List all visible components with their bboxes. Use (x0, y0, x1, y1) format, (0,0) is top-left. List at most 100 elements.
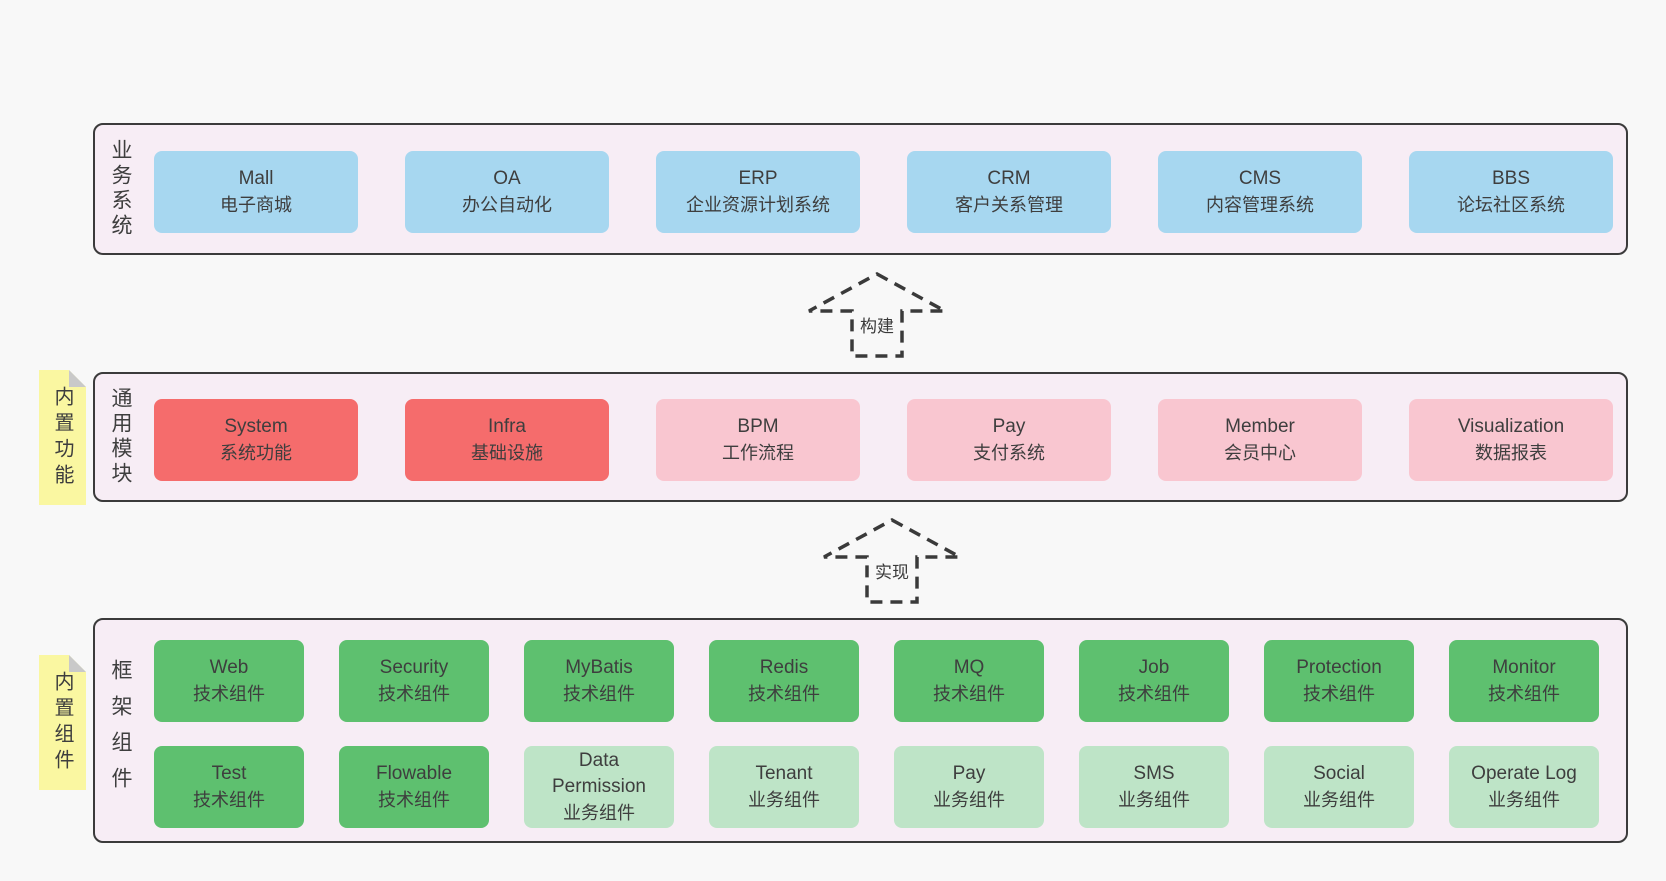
sticky-note-built-in-features: 内置功能 (39, 370, 86, 505)
box-monitor: Monitor 技术组件 (1449, 640, 1599, 722)
box-title: Protection (1296, 657, 1382, 678)
layer-label-business-systems: 业务系统 (109, 139, 132, 239)
arrow-implement: 实现 (821, 517, 963, 605)
box-title: BBS (1491, 168, 1531, 189)
box-redis: Redis 技术组件 (709, 640, 859, 722)
arrow-label: 实现 (869, 557, 915, 584)
box-title: MQ (953, 657, 985, 678)
folded-corner (69, 655, 86, 672)
box-subtitle: 技术组件 (378, 684, 450, 704)
box-subtitle: 技术组件 (378, 790, 450, 810)
sticky-note-built-in-components: 内置组件 (39, 655, 86, 790)
sticky-note-text: 内置功能 (51, 385, 73, 490)
box-title: Visualization (1457, 416, 1565, 437)
box-title: Web (209, 657, 249, 678)
sticky-note-text: 内置组件 (51, 670, 73, 775)
box-subtitle: 基础设施 (471, 443, 543, 463)
box-subtitle: 系统功能 (220, 443, 292, 463)
box-subtitle: 技术组件 (193, 684, 265, 704)
box-data-permission: Data Permission 业务组件 (524, 746, 674, 828)
business-boxes-row: Mall 电子商城 OA 办公自动化 ERP 企业资源计划系统 CRM 客户关系… (154, 151, 1613, 233)
box-subtitle: 业务组件 (1488, 790, 1560, 810)
box-title: Redis (759, 657, 809, 678)
box-mall: Mall 电子商城 (154, 151, 358, 233)
box-operate-log: Operate Log 业务组件 (1449, 746, 1599, 828)
box-tenant: Tenant 业务组件 (709, 746, 859, 828)
box-subtitle: 技术组件 (933, 684, 1005, 704)
box-system: System 系统功能 (154, 399, 358, 481)
box-flowable: Flowable 技术组件 (339, 746, 489, 828)
box-subtitle: 客户关系管理 (955, 195, 1063, 215)
box-subtitle: 会员中心 (1224, 443, 1296, 463)
box-subtitle: 业务组件 (933, 790, 1005, 810)
box-web: Web 技术组件 (154, 640, 304, 722)
box-title: CRM (987, 168, 1031, 189)
box-subtitle: 业务组件 (748, 790, 820, 810)
layer-label-framework-components: 框架组件 (109, 658, 132, 803)
box-infra: Infra 基础设施 (405, 399, 609, 481)
box-subtitle: 企业资源计划系统 (686, 195, 830, 215)
box-subtitle: 技术组件 (1303, 684, 1375, 704)
box-title: Pay (952, 763, 986, 784)
box-bbs: BBS 论坛社区系统 (1409, 151, 1613, 233)
box-cms: CMS 内容管理系统 (1158, 151, 1362, 233)
box-title: Pay (992, 416, 1026, 437)
box-subtitle: 数据报表 (1475, 443, 1547, 463)
box-title: CMS (1238, 168, 1282, 189)
box-subtitle: 业务组件 (563, 803, 635, 823)
layer-framework-components: 框架组件 Web 技术组件 Security 技术组件 MyBatis 技术组件… (93, 618, 1628, 843)
box-subtitle: 技术组件 (563, 684, 635, 704)
layer-business-systems: 业务系统 Mall 电子商城 OA 办公自动化 ERP 企业资源计划系统 CRM… (93, 123, 1628, 255)
box-crm: CRM 客户关系管理 (907, 151, 1111, 233)
box-title: Tenant (755, 763, 813, 784)
box-title: Operate Log (1471, 763, 1577, 784)
box-title: BPM (737, 416, 779, 437)
box-title: Job (1138, 657, 1170, 678)
arrow-build: 构建 (806, 271, 948, 359)
box-subtitle: 业务组件 (1118, 790, 1190, 810)
box-subtitle: 办公自动化 (462, 195, 552, 215)
box-subtitle: 内容管理系统 (1206, 195, 1314, 215)
box-oa: OA 办公自动化 (405, 151, 609, 233)
box-member: Member 会员中心 (1158, 399, 1362, 481)
box-social: Social 业务组件 (1264, 746, 1414, 828)
box-erp: ERP 企业资源计划系统 (656, 151, 860, 233)
box-title: Flowable (375, 763, 453, 784)
box-subtitle: 技术组件 (1488, 684, 1560, 704)
box-title: Member (1225, 416, 1295, 437)
box-title: Monitor (1492, 657, 1556, 678)
box-subtitle: 技术组件 (748, 684, 820, 704)
layer-common-modules: 通用模块 System 系统功能 Infra 基础设施 BPM 工作流程 Pay… (93, 372, 1628, 502)
box-pay-biz: Pay 业务组件 (894, 746, 1044, 828)
biz-components-row: Test 技术组件 Flowable 技术组件 Data Permission … (154, 746, 1599, 828)
box-title: Test (211, 763, 247, 784)
box-test: Test 技术组件 (154, 746, 304, 828)
box-job: Job 技术组件 (1079, 640, 1229, 722)
box-subtitle: 业务组件 (1303, 790, 1375, 810)
box-title: Security (379, 657, 449, 678)
box-title: OA (493, 168, 521, 189)
box-visualization: Visualization 数据报表 (1409, 399, 1613, 481)
folded-corner (69, 370, 86, 387)
box-security: Security 技术组件 (339, 640, 489, 722)
box-title: Data Permission (552, 750, 646, 797)
box-mybatis: MyBatis 技术组件 (524, 640, 674, 722)
box-subtitle: 技术组件 (1118, 684, 1190, 704)
box-title: Social (1313, 763, 1365, 784)
box-subtitle: 支付系统 (973, 443, 1045, 463)
box-bpm: BPM 工作流程 (656, 399, 860, 481)
box-mq: MQ 技术组件 (894, 640, 1044, 722)
box-title: ERP (738, 168, 778, 189)
box-protection: Protection 技术组件 (1264, 640, 1414, 722)
box-subtitle: 电子商城 (220, 195, 292, 215)
module-boxes-row: System 系统功能 Infra 基础设施 BPM 工作流程 Pay 支付系统… (154, 399, 1613, 481)
box-subtitle: 技术组件 (193, 790, 265, 810)
box-subtitle: 论坛社区系统 (1457, 195, 1565, 215)
box-title: MyBatis (565, 657, 633, 678)
arrow-label: 构建 (854, 311, 900, 338)
box-subtitle: 工作流程 (722, 443, 794, 463)
tech-components-row: Web 技术组件 Security 技术组件 MyBatis 技术组件 Redi… (154, 640, 1599, 722)
box-title: Mall (238, 168, 274, 189)
box-title: Infra (487, 416, 527, 437)
box-sms: SMS 业务组件 (1079, 746, 1229, 828)
